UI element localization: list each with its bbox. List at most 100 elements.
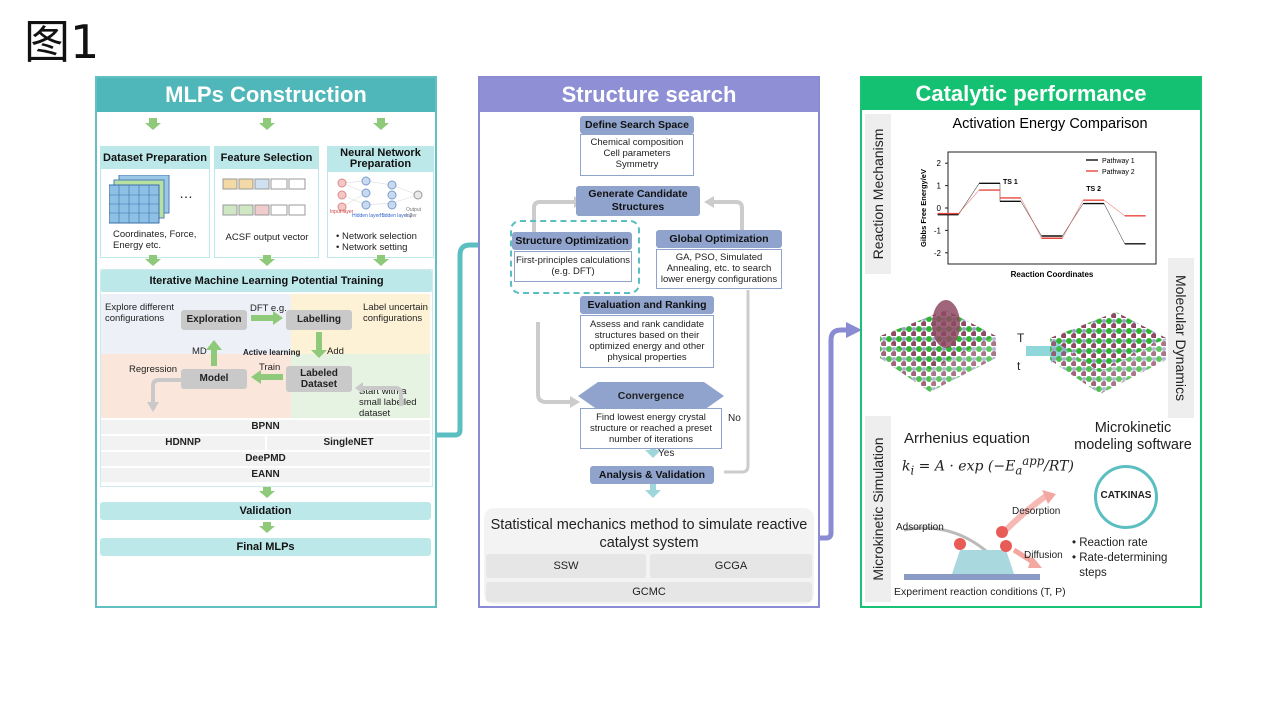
evaluation-node: Evaluation and Ranking [580,296,714,314]
slab-before-right [930,336,996,392]
dataset-preparation-title: Dataset Preparation [101,147,209,169]
dataset-caption: Coordinates, Force, Energy etc. [113,229,197,251]
adsorbate-2 [996,526,1008,538]
validation-bar: Validation [100,502,431,520]
legend-label-0: Pathway 1 [1102,158,1135,165]
temp-label: T [1017,331,1025,345]
connector-arrow-1 [433,242,495,438]
dataset-preparation-box: Dataset Preparation … Coordinates, Force… [100,146,210,258]
legend-label-1: Pathway 2 [1102,169,1135,176]
analysis-node: Analysis & Validation [590,466,714,484]
method-gcmc: GCMC [486,582,812,602]
panel-structure-search: Structure search Define Search Space Che… [478,76,820,608]
dataset-ellipsis: … [179,185,193,201]
arrhenius-equation: ki = A · exp (−Eaapp/RT) [902,454,1074,478]
convergence-desc: Find lowest energy crystal structure or … [580,408,722,449]
bullet-reaction-rate: Reaction rate [1079,537,1148,549]
series-1-connector [937,189,1146,239]
annotation-0: TS 1 [1003,179,1018,186]
method-bpnn: BPNN [101,420,430,434]
stat-mech-box: Statistical mechanics method to simulate… [484,508,814,604]
arrhenius-title: Arrhenius equation [904,430,1030,447]
slab-after-right [1100,338,1166,394]
bullet-rds: Rate-determining steps [1079,552,1168,579]
acsf-caption: ACSF output vector [225,232,309,243]
nn-hidden2-label: Hidden layer 2 [380,213,413,219]
start-small-text: Start with a small labelled dataset [359,386,417,419]
nn-bullets: • Network selection • Network setting [336,231,417,253]
method-ssw: SSW [486,554,646,578]
slab-after-top [1050,312,1166,372]
evaluation-desc: Assess and rank candidate structures bas… [580,315,714,368]
molecular-dynamics-label: Molecular Dynamics [1173,274,1189,402]
method-hdnnp: HDNNP [101,436,265,450]
adsorption-label: Adsorption [896,522,944,533]
panel3-title: Catalytic performance [862,78,1200,110]
define-space-node: Define Search Space [580,116,694,134]
arrow-to-validation [259,487,275,498]
nn-bullet-2: Network setting [341,242,408,253]
generate-candidates-node: Generate Candidate Structures [576,186,700,216]
final-mlps-bar: Final MLPs [100,538,431,556]
dft-eg-label: DFT e.g. [250,303,287,314]
feature-selection-box: Feature Selection ACSF output vector [214,146,319,258]
nn-preparation-box: Neural Network Preparation Input layer H… [327,146,434,258]
y-axis-label: Gibbs Free Energy/eV [919,169,928,247]
diffusion-label: Diffusion [1024,550,1063,561]
connector-arrow-2 [816,327,848,541]
method-singlenet: SingleNET [267,436,430,450]
annotation-1: TS 2 [1086,186,1101,193]
train-label: Train [259,362,281,373]
yes-label: Yes [658,448,675,459]
adsorbate-3 [1000,540,1012,552]
arrow-to-final [259,522,275,533]
catkinas-label: CATKINAS [1100,490,1152,501]
surface-site [952,550,1014,574]
model-node: Model [181,369,247,389]
define-space-desc-2: Cell parameters [603,148,671,159]
labelling-node: Labelling [286,310,352,330]
no-label: No [728,413,741,424]
method-deepmd: DeePMD [101,452,430,466]
y-tick-label-2: 0 [937,204,942,213]
cluster-before [932,300,960,348]
nn-input-label: Input layer [330,209,354,215]
structure-opt-desc: First-principles calculations (e.g. DFT) [514,251,632,282]
nn-bullet-1: Network selection [341,231,417,242]
reaction-mechanism-label: Reaction Mechanism [870,128,886,260]
slab-after-left [1050,338,1100,394]
define-space-desc: Chemical composition Cell parameters Sym… [580,134,694,176]
exploration-node: Exploration [181,310,247,330]
stat-mech-title: Statistical mechanics method to simulate… [490,517,808,551]
training-cycle-arrows [147,311,403,412]
surface-process-diagram [903,490,1056,580]
x-axis-label: Reaction Coordinates [1011,270,1094,279]
iterative-training-box: Iterative Machine Learning Potential Tra… [100,269,433,487]
catkinas-logo: CATKINAS [1094,465,1158,529]
label-uncertain-text: Label uncertain configurations [363,302,428,324]
labeled-dataset-node: Labeled Dataset [286,366,352,392]
regression-label: Regression [129,364,178,375]
neural-network-icon [337,176,423,212]
connector-arrowhead-2 [846,322,862,338]
define-space-desc-3: Symmetry [615,159,659,170]
top-arrows [145,118,389,130]
nn-output-label: Output layer [406,207,422,219]
iterative-training-title: Iterative Machine Learning Potential Tra… [101,270,432,292]
method-gcga: GCGA [650,554,812,578]
method-eann: EANN [101,468,430,482]
microkinetic-simulation-label: Microkinetic Simulation [870,437,886,581]
y-tick-label-3: 1 [937,182,942,191]
global-opt-node: Global Optimization [656,230,782,248]
nn-hidden1-label: Hidden layer 1 [352,213,385,219]
chart-title: Activation Energy Comparison [952,116,1147,132]
panel1-title: MLPs Construction [97,78,435,112]
add-label: Add [327,346,344,357]
time-label: t [1017,359,1021,373]
feature-selection-title: Feature Selection [215,147,318,169]
mid-arrows [145,255,389,266]
desorption-label: Desorption [1012,506,1061,517]
convergence-diamond [578,382,724,410]
microkinetic-software: Microkinetic modeling software [1074,420,1192,453]
convergence-node: Convergence [617,390,685,402]
